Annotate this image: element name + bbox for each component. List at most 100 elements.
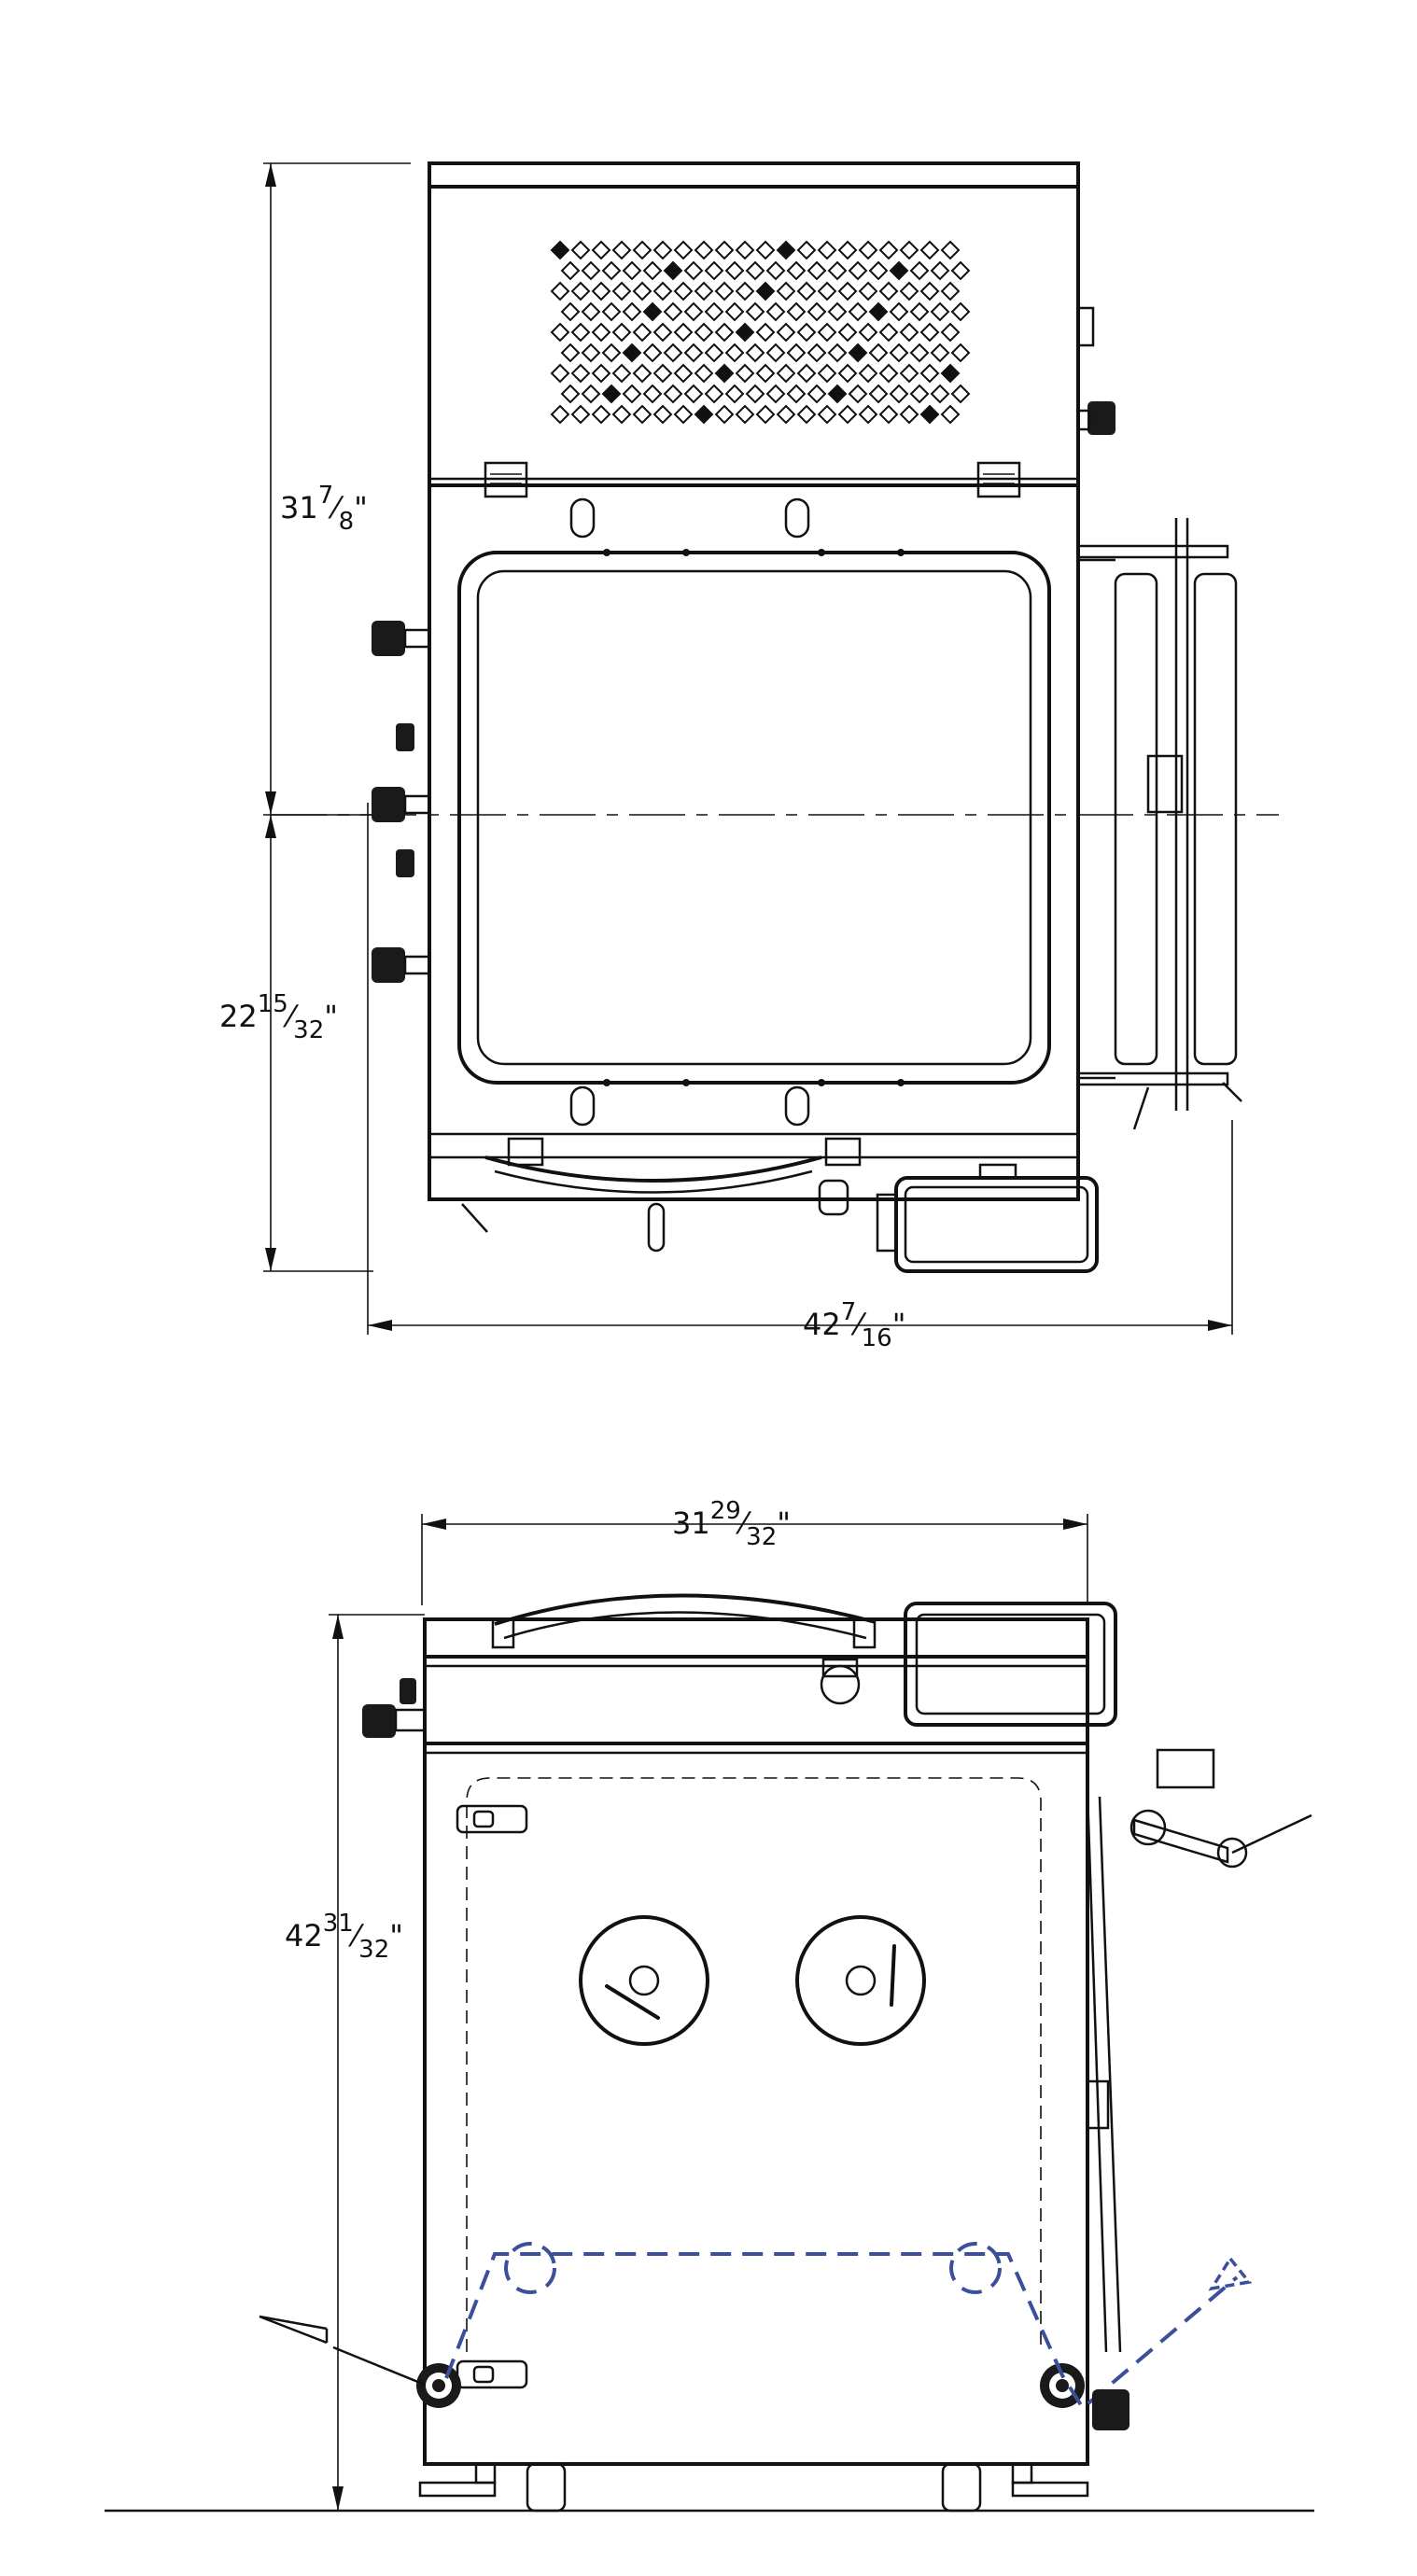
vent-hole — [642, 384, 663, 404]
vent-hole — [694, 322, 714, 343]
vent-hole — [683, 260, 704, 281]
vent-hole — [714, 322, 735, 343]
roller-right — [1040, 2363, 1085, 2408]
vent-hole — [745, 301, 765, 322]
vent-hole — [868, 343, 889, 363]
vent-hole — [591, 363, 611, 384]
vent-hole — [909, 260, 930, 281]
vent-hole — [930, 301, 950, 322]
vent-hole — [724, 343, 745, 363]
control-box-top-view — [876, 1163, 1099, 1273]
vent-hole — [601, 343, 622, 363]
vent-hole — [909, 301, 930, 322]
vent-hole — [868, 260, 889, 281]
window-bolt — [682, 1079, 690, 1086]
vent-hole — [663, 301, 683, 322]
vent-hole — [940, 404, 961, 425]
vent-hole — [570, 404, 591, 425]
vent-hole — [611, 322, 632, 343]
vent-hole — [950, 260, 971, 281]
vent-hole — [827, 260, 848, 281]
dim-label-height-front: 4231⁄32" — [285, 1910, 403, 1964]
vent-hole — [889, 301, 909, 322]
vent-hole — [940, 322, 961, 343]
vent-hole — [694, 404, 714, 425]
viewing-window-inner — [476, 569, 1032, 1066]
vent-hole — [940, 240, 961, 260]
vent-hole — [807, 384, 827, 404]
vent-hole — [807, 260, 827, 281]
door-latch-upper — [456, 1804, 528, 1834]
leveling-feet — [418, 2462, 1089, 2513]
vent-hole — [796, 240, 817, 260]
vent-hole — [704, 260, 724, 281]
vent-hole — [550, 404, 570, 425]
vent-hole — [632, 281, 652, 301]
vent-hole — [807, 301, 827, 322]
vent-hole — [827, 343, 848, 363]
vent-hole — [919, 322, 940, 343]
vent-hole — [591, 240, 611, 260]
vent-hole — [724, 384, 745, 404]
vent-hole — [889, 343, 909, 363]
vent-hole — [611, 404, 632, 425]
vent-hole — [560, 343, 581, 363]
vent-hole — [868, 301, 889, 322]
vent-hole — [858, 281, 878, 301]
vent-hole — [673, 363, 694, 384]
top-view-height-dimension — [263, 162, 411, 1272]
vent-hole — [848, 260, 868, 281]
dim-label-width-front: 3129⁄32" — [672, 1497, 791, 1551]
vent-hole — [817, 281, 837, 301]
vent-hole — [858, 363, 878, 384]
vent-hole — [950, 343, 971, 363]
vent-hole — [694, 281, 714, 301]
vent-hole — [652, 322, 673, 343]
vent-hole — [560, 384, 581, 404]
dial-right — [795, 1915, 926, 2046]
vent-hole — [796, 322, 817, 343]
vent-hole — [652, 404, 673, 425]
vent-hole — [601, 384, 622, 404]
vent-hole — [622, 301, 642, 322]
vent-hole — [796, 363, 817, 384]
control-panel — [904, 1602, 1117, 1727]
vent-hole — [683, 301, 704, 322]
vent-hole — [817, 404, 837, 425]
vent-hole — [786, 301, 807, 322]
vent-hole — [652, 363, 673, 384]
window-bolt — [818, 549, 825, 556]
vent-hole — [765, 260, 786, 281]
vent-hole — [611, 281, 632, 301]
vent-hole — [560, 301, 581, 322]
vent-hole — [919, 281, 940, 301]
vent-hole — [714, 363, 735, 384]
top-view: 317⁄8" 2215⁄32" 427⁄16" — [219, 161, 1279, 1352]
vent-hole — [570, 281, 591, 301]
vent-hole — [786, 343, 807, 363]
vent-hole — [622, 384, 642, 404]
vent-hole — [889, 384, 909, 404]
front-view: 3129⁄32" 4231⁄32" — [105, 1497, 1314, 2513]
vent-hole — [663, 343, 683, 363]
vent-hole — [837, 240, 858, 260]
vent-hole — [776, 363, 796, 384]
vent-hole — [837, 404, 858, 425]
vent-hole — [817, 240, 837, 260]
vent-hole — [704, 343, 724, 363]
vent-hole — [930, 384, 950, 404]
vent-hole — [560, 260, 581, 281]
vent-hole — [817, 363, 837, 384]
vent-hole — [755, 281, 776, 301]
vent-hole — [611, 240, 632, 260]
vent-hole — [601, 301, 622, 322]
vent-hole — [714, 404, 735, 425]
vent-hole — [919, 240, 940, 260]
vent-hole — [848, 301, 868, 322]
vent-hole — [940, 281, 961, 301]
vent-hole — [878, 281, 899, 301]
vent-hole — [581, 343, 601, 363]
vent-hole — [796, 404, 817, 425]
vent-hole — [858, 240, 878, 260]
vent-hole — [950, 301, 971, 322]
